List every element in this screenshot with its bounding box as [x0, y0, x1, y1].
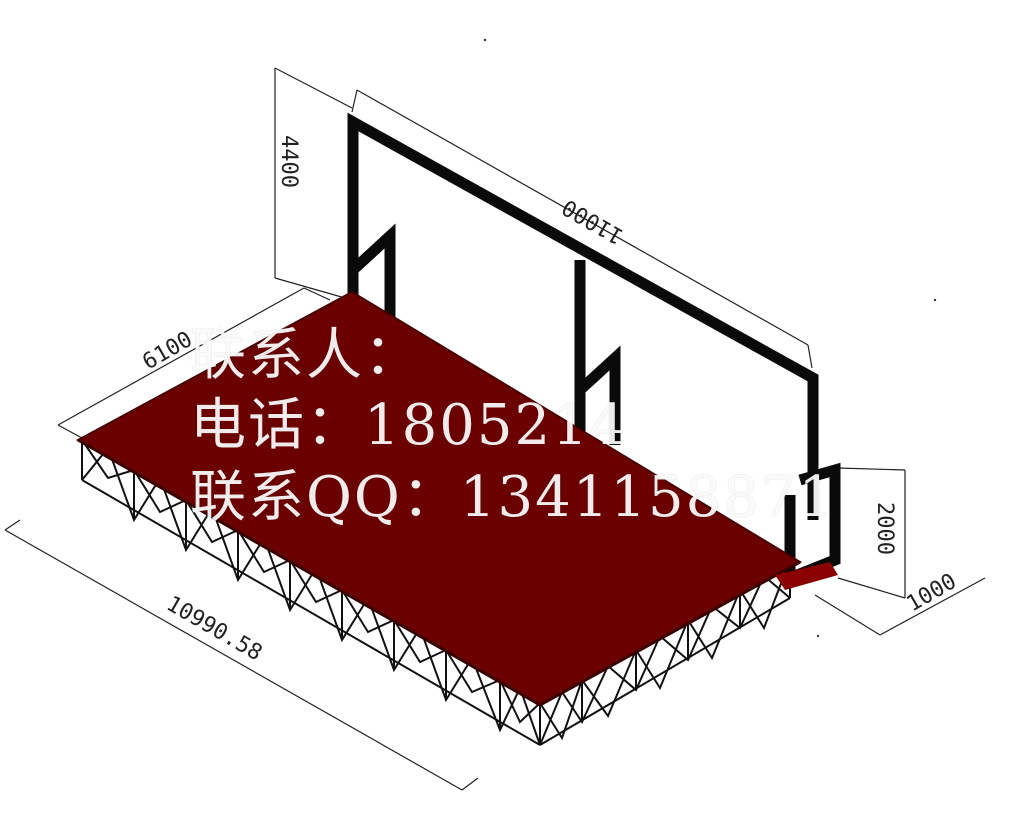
dim-frame-height-label: 4400: [276, 135, 301, 188]
dim-side-height: 2000: [837, 467, 906, 599]
side-wing-base: [775, 562, 838, 590]
dim-side-offset-label: 1000: [903, 569, 961, 617]
dim-frame-height: 4400: [274, 67, 353, 301]
stage-edge: [77, 438, 801, 707]
dim-side-height-label: 2000: [872, 502, 897, 555]
dim-stage-depth-label: 6100: [139, 327, 197, 375]
